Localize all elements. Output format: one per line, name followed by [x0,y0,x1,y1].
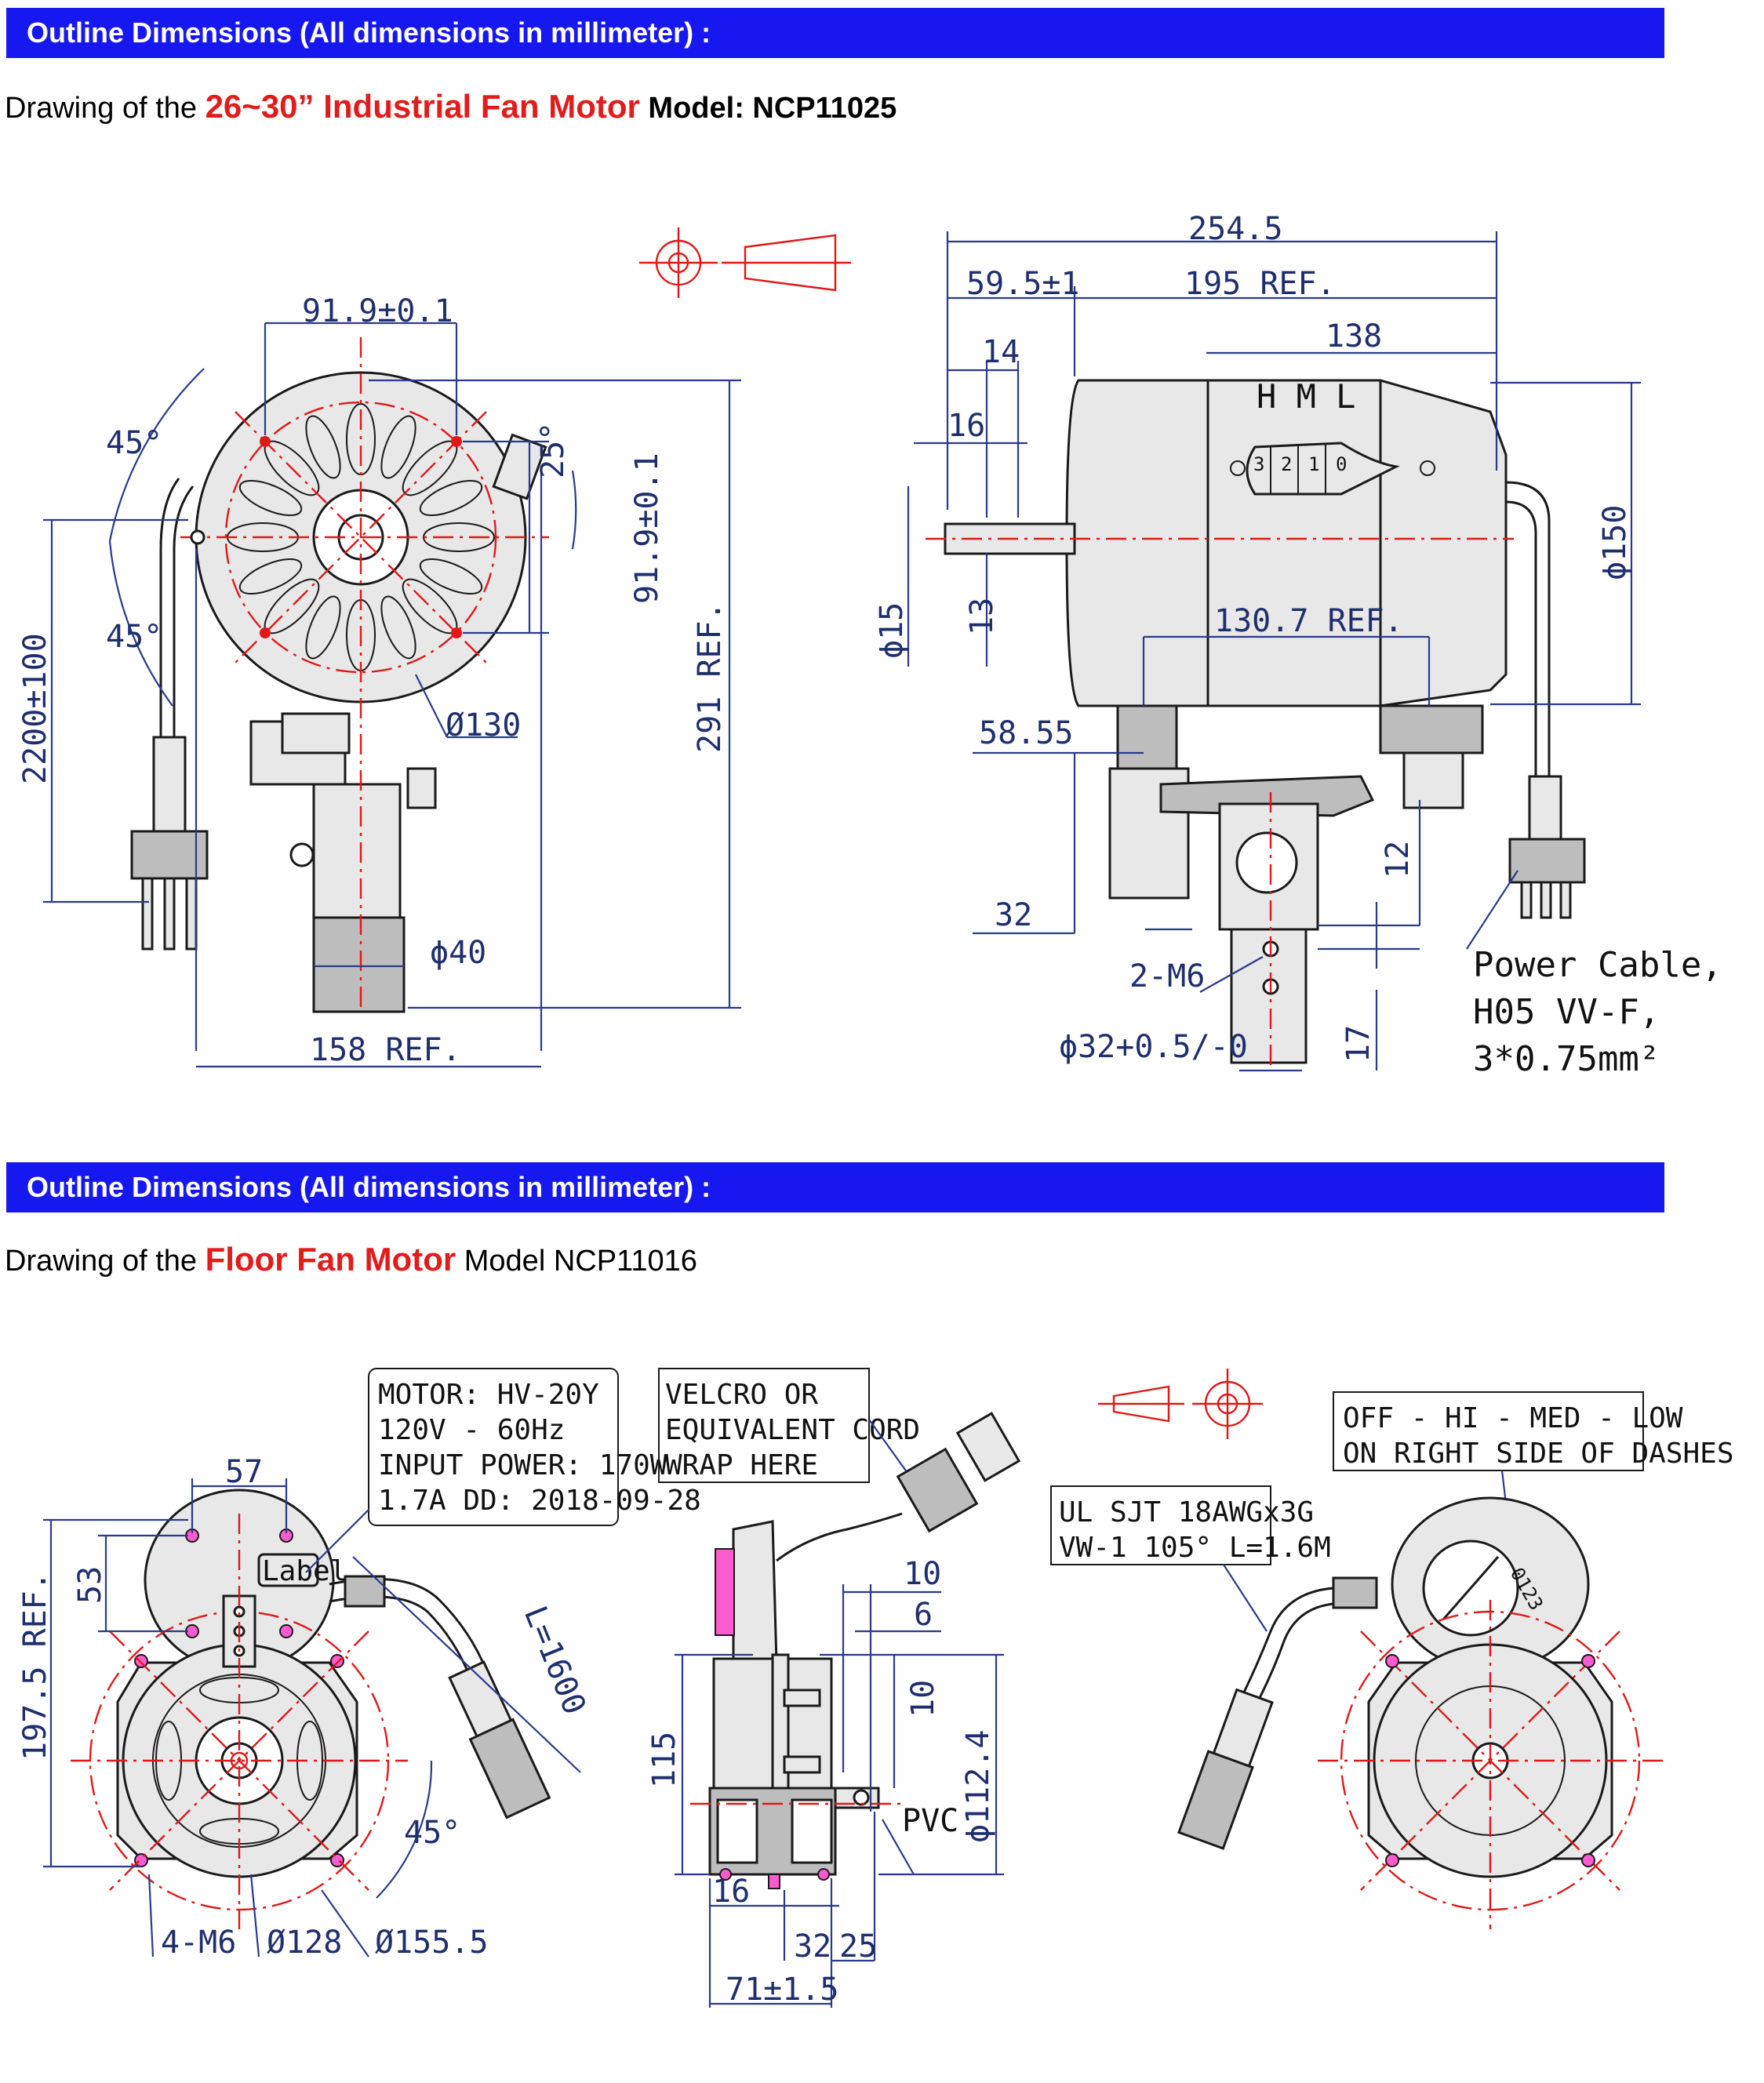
dim-bolt-spacing-v: 91.9±0.1 [629,453,665,604]
dim-angle-45-top: 45° [106,425,162,461]
dim-71: 71±1.5 [726,1972,839,2008]
side-view: H M L 3 2 1 0 [874,211,1722,1079]
cable-spec-line3: 3*0.75mm² [1473,1039,1660,1079]
velcro-line2: EQUIVALENT CORD [665,1414,920,1446]
switch-pos-0: 0 [1336,453,1347,475]
dim-112-4: ϕ112.4 [960,1730,996,1844]
motor-spec-line2: 120V - 60Hz [378,1414,565,1446]
label-pvc: PVC [902,1803,958,1839]
dim-10-side: 10 [905,1680,941,1718]
dim-body-length: 195 REF. [1184,266,1336,302]
dim-mount-spacing: 130.7 REF. [1214,603,1403,639]
dim-shaft-length: 59.5±1 [966,266,1080,302]
dim-flat-13: 13 [964,598,1000,635]
dim-128: Ø128 [267,1925,342,1961]
dim-angle-45: 45° [404,1815,460,1851]
switch-spec-line2: ON RIGHT SIDE OF DASHES [1343,1438,1734,1470]
switch-pos-2: 2 [1281,453,1292,475]
label-tag: Label [262,1555,347,1587]
subtitle-product: 26~30” Industrial Fan Motor [205,88,640,125]
dim-flat-14: 14 [982,334,1020,370]
dim-58-55: 58.55 [979,715,1073,751]
floor-rear-view: UL SJT 18AWGx3G VW-1 105° L=1.6M OFF - H… [1050,1391,1734,1929]
ul-spec-line1: UL SJT 18AWGx3G [1059,1496,1314,1529]
dim-shaft-dia: ϕ15 [874,602,910,659]
cable-spec-line2: H05 VV-F, [1473,992,1660,1032]
dim-overall-length: 254.5 [1188,211,1282,247]
projection-symbol-bottom [1098,1369,1263,1439]
motor-spec-line4: 1.7A DD: 2018-09-28 [378,1485,701,1517]
cable-spec-line1: Power Cable, [1473,945,1722,985]
floor-front-view: Label 57 53 197.5 REF. L=1600 45° 4-M6 [17,1454,593,1961]
velcro-line3: WRAP HERE [665,1449,818,1481]
dim-10-top: 10 [904,1556,941,1592]
subtitle-prefix: Drawing of the [5,1245,205,1278]
switch-spec-line1: OFF - HI - MED - LOW [1343,1402,1683,1434]
projection-symbol-top [639,227,851,298]
motor-spec-box: MOTOR: HV-20Y 120V - 60Hz INPUT POWER: 1… [305,1368,701,1573]
dim-cord-1600: L=1600 [517,1601,593,1720]
dim-57: 57 [225,1454,263,1490]
switch-hml-label: H M L [1257,377,1355,416]
dim-flat-16: 16 [947,408,985,444]
ul-spec-line2: VW-1 105° L=1.6M [1059,1532,1331,1564]
section-1-banner: Outline Dimensions (All dimensions in mi… [6,8,1664,58]
dim-diameter-40: ϕ40 [430,935,486,971]
motor-spec-line3: INPUT POWER: 170W [378,1449,667,1481]
motor-housing-side [1065,379,1508,707]
dim-rear-length: 138 [1326,318,1382,354]
dim-diameter-130: Ø130 [446,707,521,743]
floor-side-view: VELCRO OR EQUIVALENT CORD WRAP HERE [646,1368,1021,2008]
dim-197-5: 197.5 REF. [17,1572,53,1761]
dim-4-m6: 4-M6 [161,1925,236,1961]
dim-32: 32 [794,1929,831,1965]
floor-fan-drawing: Label 57 53 197.5 REF. L=1600 45° 4-M6 [17,1368,1734,2008]
subtitle-product: Floor Fan Motor [205,1241,456,1278]
dim-body-dia: ϕ150 [1597,505,1633,580]
motor-spec-line1: MOTOR: HV-20Y [378,1379,599,1411]
section-2-banner: Outline Dimensions (All dimensions in mi… [6,1162,1664,1212]
plug-strain-relief [152,736,187,833]
dim-bore-32: ϕ32+0.5/-0 [1059,1029,1248,1065]
section-1-subtitle: Drawing of the 26~30” Industrial Fan Mot… [5,88,897,125]
front-view: 91.9±0.1 45° 45° 25° 91.9±0.1 291 REF. 2… [17,293,741,1068]
dim-width-158: 158 REF. [310,1032,461,1068]
dim-155-5: Ø155.5 [375,1925,489,1961]
dim-angle-45-bottom: 45° [106,619,162,655]
dim-angle-25: 25° [535,422,571,478]
dim-32: 32 [995,897,1032,933]
dim-53: 53 [72,1566,108,1604]
switch-pos-1: 1 [1308,453,1319,475]
dim-bolt-spacing-h: 91.9±0.1 [302,293,453,329]
industrial-fan-drawing: 91.9±0.1 45° 45° 25° 91.9±0.1 291 REF. 2… [17,211,1722,1079]
dim-2-m6: 2-M6 [1129,958,1205,994]
velcro-line1: VELCRO OR [665,1379,818,1411]
subtitle-prefix: Drawing of the [5,92,205,125]
subtitle-model: Model NCP11016 [456,1245,697,1278]
dim-6: 6 [914,1597,933,1633]
plug-body [130,830,209,880]
dim-cord-length: 2200±100 [17,633,53,784]
switch-pos-3: 3 [1253,453,1264,475]
dim-12: 12 [1380,841,1416,878]
dim-25: 25 [839,1929,877,1965]
dim-115: 115 [646,1732,682,1788]
section-2-subtitle: Drawing of the Floor Fan Motor Model NCP… [5,1241,697,1278]
subtitle-model: Model: NCP11025 [639,92,897,125]
dim-height-291: 291 REF. [692,602,728,753]
dim-16: 16 [712,1874,750,1910]
shaft-collar [312,916,406,1013]
dim-17: 17 [1340,1025,1377,1063]
